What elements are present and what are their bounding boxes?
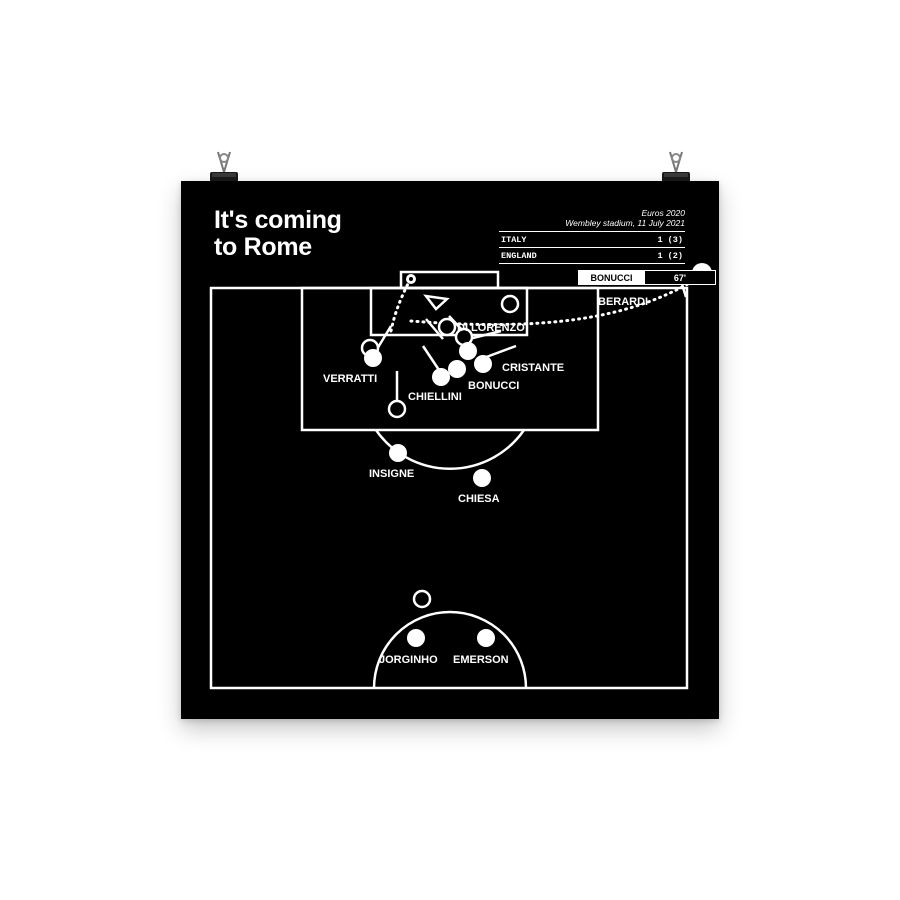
opponent-marker (500, 294, 520, 314)
player-marker (473, 469, 491, 487)
player-marker (459, 342, 477, 360)
title-line-1: It's coming (214, 206, 342, 234)
player-marker (407, 629, 425, 647)
pitch-diagram: BERARDI DI LORENZO VERRATTI CRISTANTE BO… (209, 263, 712, 690)
player-marker (448, 360, 466, 378)
label-berardi: BERARDI (598, 296, 648, 308)
team-score: 1 (2) (657, 250, 683, 261)
label-bonucci: BONUCCI (468, 380, 519, 392)
corner-pass-trail (409, 273, 705, 327)
competition-label: Euros 2020 (641, 208, 685, 218)
label-cristante: CRISTANTE (502, 362, 564, 374)
football-icon (406, 274, 416, 284)
title-line-2: to Rome (214, 233, 312, 261)
team-name: ENGLAND (501, 250, 537, 261)
poster: It's coming to Rome Euros 2020 Wembley s… (181, 181, 719, 719)
player-marker (389, 444, 407, 462)
team-name: ITALY (501, 234, 527, 245)
label-emerson: EMERSON (453, 654, 509, 666)
score-table: ITALY 1 (3) ENGLAND 1 (2) (499, 231, 685, 264)
match-info: Euros 2020 Wembley stadium, 11 July 2021… (499, 208, 685, 264)
label-di-lorenzo: DI LORENZO (457, 322, 525, 334)
player-marker (474, 355, 492, 373)
player-marker (364, 349, 382, 367)
venue-label: Wembley stadium, 11 July 2021 (565, 218, 685, 228)
goal-frame (399, 270, 500, 290)
goal-box: BONUCCI 67' (578, 270, 716, 285)
label-chiesa: CHIESA (458, 493, 500, 505)
center-circle (372, 610, 528, 689)
opponent-marker (387, 399, 407, 419)
shot-trail (389, 276, 413, 333)
pitch-outline (209, 286, 689, 690)
score-row: ITALY 1 (3) (499, 232, 685, 248)
penalty-area (300, 286, 600, 432)
player-marker (477, 629, 495, 647)
goal-scorer: BONUCCI (590, 272, 633, 283)
movement-line (425, 318, 444, 340)
label-verratti: VERRATTI (323, 373, 377, 385)
team-score: 1 (3) (657, 234, 683, 245)
movement-line (423, 294, 450, 311)
label-jorginho: JORGINHO (379, 654, 438, 666)
goal-minute: 67' (645, 271, 715, 284)
movement-line (421, 345, 443, 374)
opponent-marker (412, 589, 432, 609)
opponent-marker (437, 317, 457, 337)
score-row: ENGLAND 1 (2) (499, 248, 685, 264)
label-chiellini: CHIELLINI (408, 391, 462, 403)
player-marker (432, 368, 450, 386)
poster-title: It's coming to Rome (214, 207, 342, 261)
label-insigne: INSIGNE (369, 468, 414, 480)
